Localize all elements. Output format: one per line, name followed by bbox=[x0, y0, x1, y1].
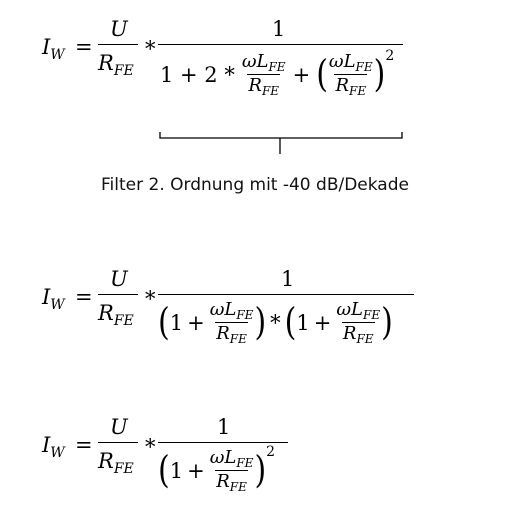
r-symbol: R bbox=[98, 449, 114, 473]
lhs-symbol: I bbox=[42, 35, 51, 59]
r-symbol: R bbox=[216, 471, 230, 492]
r-symbol: R bbox=[335, 75, 349, 96]
open-paren: ( bbox=[316, 52, 328, 97]
formula-1: IW = U RFE * 1 1 + 2 * ωLFE RFE + ( ωLFE… bbox=[40, 15, 460, 105]
omega-l: ωL bbox=[209, 447, 237, 468]
r-subscript: FE bbox=[229, 332, 247, 346]
r-symbol: R bbox=[342, 323, 357, 344]
close-paren: ) bbox=[381, 300, 393, 345]
denominator-1: 1 + 2 * ωLFE RFE + ( ωLFE RFE ) 2 bbox=[160, 49, 394, 98]
formula-2: IW = U RFE * 1 ( 1 + ωLFE RFE ) * ( 1 + … bbox=[40, 265, 470, 355]
exponent: 2 bbox=[266, 444, 276, 460]
equals-sign: = bbox=[75, 433, 93, 457]
denominator-r: RFE bbox=[98, 301, 134, 329]
one: 1 bbox=[296, 310, 310, 335]
lhs-subscript: W bbox=[50, 297, 65, 313]
one: 1 bbox=[169, 310, 184, 335]
r-symbol: R bbox=[98, 301, 114, 325]
lhs-symbol: I bbox=[42, 433, 51, 457]
caption: Filter 2. Ordnung mit -40 dB/Dekade bbox=[101, 175, 409, 195]
open-paren: ( bbox=[284, 300, 297, 345]
numerator-u: U bbox=[110, 17, 128, 41]
omega-l: ωL bbox=[328, 51, 356, 72]
den-1-prefix: 1 + 2 * bbox=[160, 62, 235, 87]
r-symbol: R bbox=[98, 51, 114, 75]
numerator-one: 1 bbox=[272, 17, 286, 41]
denominator-3: ( 1 + ωLFE RFE ) 2 bbox=[158, 445, 275, 494]
l-subscript: FE bbox=[268, 60, 286, 74]
omega-l: ωL bbox=[241, 51, 269, 72]
close-paren: ) bbox=[373, 52, 386, 97]
lhs: IW bbox=[42, 35, 65, 63]
r-subscript: FE bbox=[113, 63, 134, 79]
numerator-one: 1 bbox=[281, 267, 295, 291]
l-subscript: FE bbox=[355, 60, 373, 74]
equals-sign: = bbox=[75, 35, 93, 59]
fraction-bar-u bbox=[98, 294, 138, 295]
open-paren: ( bbox=[158, 448, 170, 493]
numerator-u: U bbox=[110, 267, 128, 291]
r-subscript: FE bbox=[261, 84, 280, 98]
times-sign: * bbox=[145, 37, 156, 61]
times-sign: * bbox=[145, 435, 156, 459]
numerator-one: 1 bbox=[217, 415, 231, 439]
r-subscript: FE bbox=[356, 332, 374, 346]
plus-sign: + bbox=[313, 310, 332, 335]
times-sign: * bbox=[145, 287, 156, 311]
r-subscript: FE bbox=[113, 313, 134, 329]
omega-l: ωL bbox=[336, 299, 363, 320]
omega-l-over-r: ωLFE RFE bbox=[335, 299, 381, 346]
open-paren: ( bbox=[158, 300, 170, 345]
lhs-subscript: W bbox=[50, 47, 65, 63]
fraction-bar-u bbox=[98, 442, 138, 443]
omega-l-over-r: ωLFE RFE bbox=[241, 51, 287, 98]
lhs: IW bbox=[42, 285, 65, 313]
fraction-bar-u bbox=[98, 44, 138, 45]
r-subscript: FE bbox=[113, 461, 134, 477]
omega-l: ωL bbox=[209, 299, 237, 320]
r-subscript: FE bbox=[229, 480, 247, 494]
underbrace-icon bbox=[159, 132, 403, 154]
r-symbol: R bbox=[216, 323, 230, 344]
l-subscript: FE bbox=[236, 308, 254, 322]
denominator-2: ( 1 + ωLFE RFE ) * ( 1 + ωLFE RFE ) bbox=[158, 299, 393, 346]
r-subscript: FE bbox=[349, 84, 367, 98]
close-paren: ) bbox=[254, 300, 267, 345]
lhs-subscript: W bbox=[50, 445, 65, 461]
numerator-u: U bbox=[110, 415, 128, 439]
l-subscript: FE bbox=[363, 308, 381, 322]
times-sign-inner: * bbox=[270, 310, 281, 335]
one: 1 bbox=[169, 458, 184, 483]
omega-l-over-r: ωLFE RFE bbox=[209, 299, 255, 346]
r-symbol: R bbox=[248, 75, 262, 96]
lhs-symbol: I bbox=[42, 285, 51, 309]
main-fraction-bar bbox=[158, 294, 414, 295]
plus-sign: + bbox=[187, 310, 205, 335]
equals-sign: = bbox=[75, 285, 93, 309]
main-fraction-bar bbox=[158, 44, 403, 45]
omega-l-over-r-squared: ωLFE RFE bbox=[328, 51, 374, 98]
formula-3: IW = U RFE * 1 ( 1 + ωLFE RFE ) 2 bbox=[40, 413, 340, 503]
omega-l-over-r: ωLFE RFE bbox=[209, 447, 255, 494]
plus-sign: + bbox=[187, 458, 205, 483]
plus-sign: + bbox=[292, 62, 311, 87]
exponent: 2 bbox=[385, 48, 395, 64]
denominator-r: RFE bbox=[98, 51, 134, 79]
lhs: IW bbox=[42, 433, 65, 461]
close-paren: ) bbox=[254, 448, 267, 493]
denominator-r: RFE bbox=[98, 449, 134, 477]
l-subscript: FE bbox=[236, 456, 254, 470]
main-fraction-bar bbox=[158, 442, 288, 443]
